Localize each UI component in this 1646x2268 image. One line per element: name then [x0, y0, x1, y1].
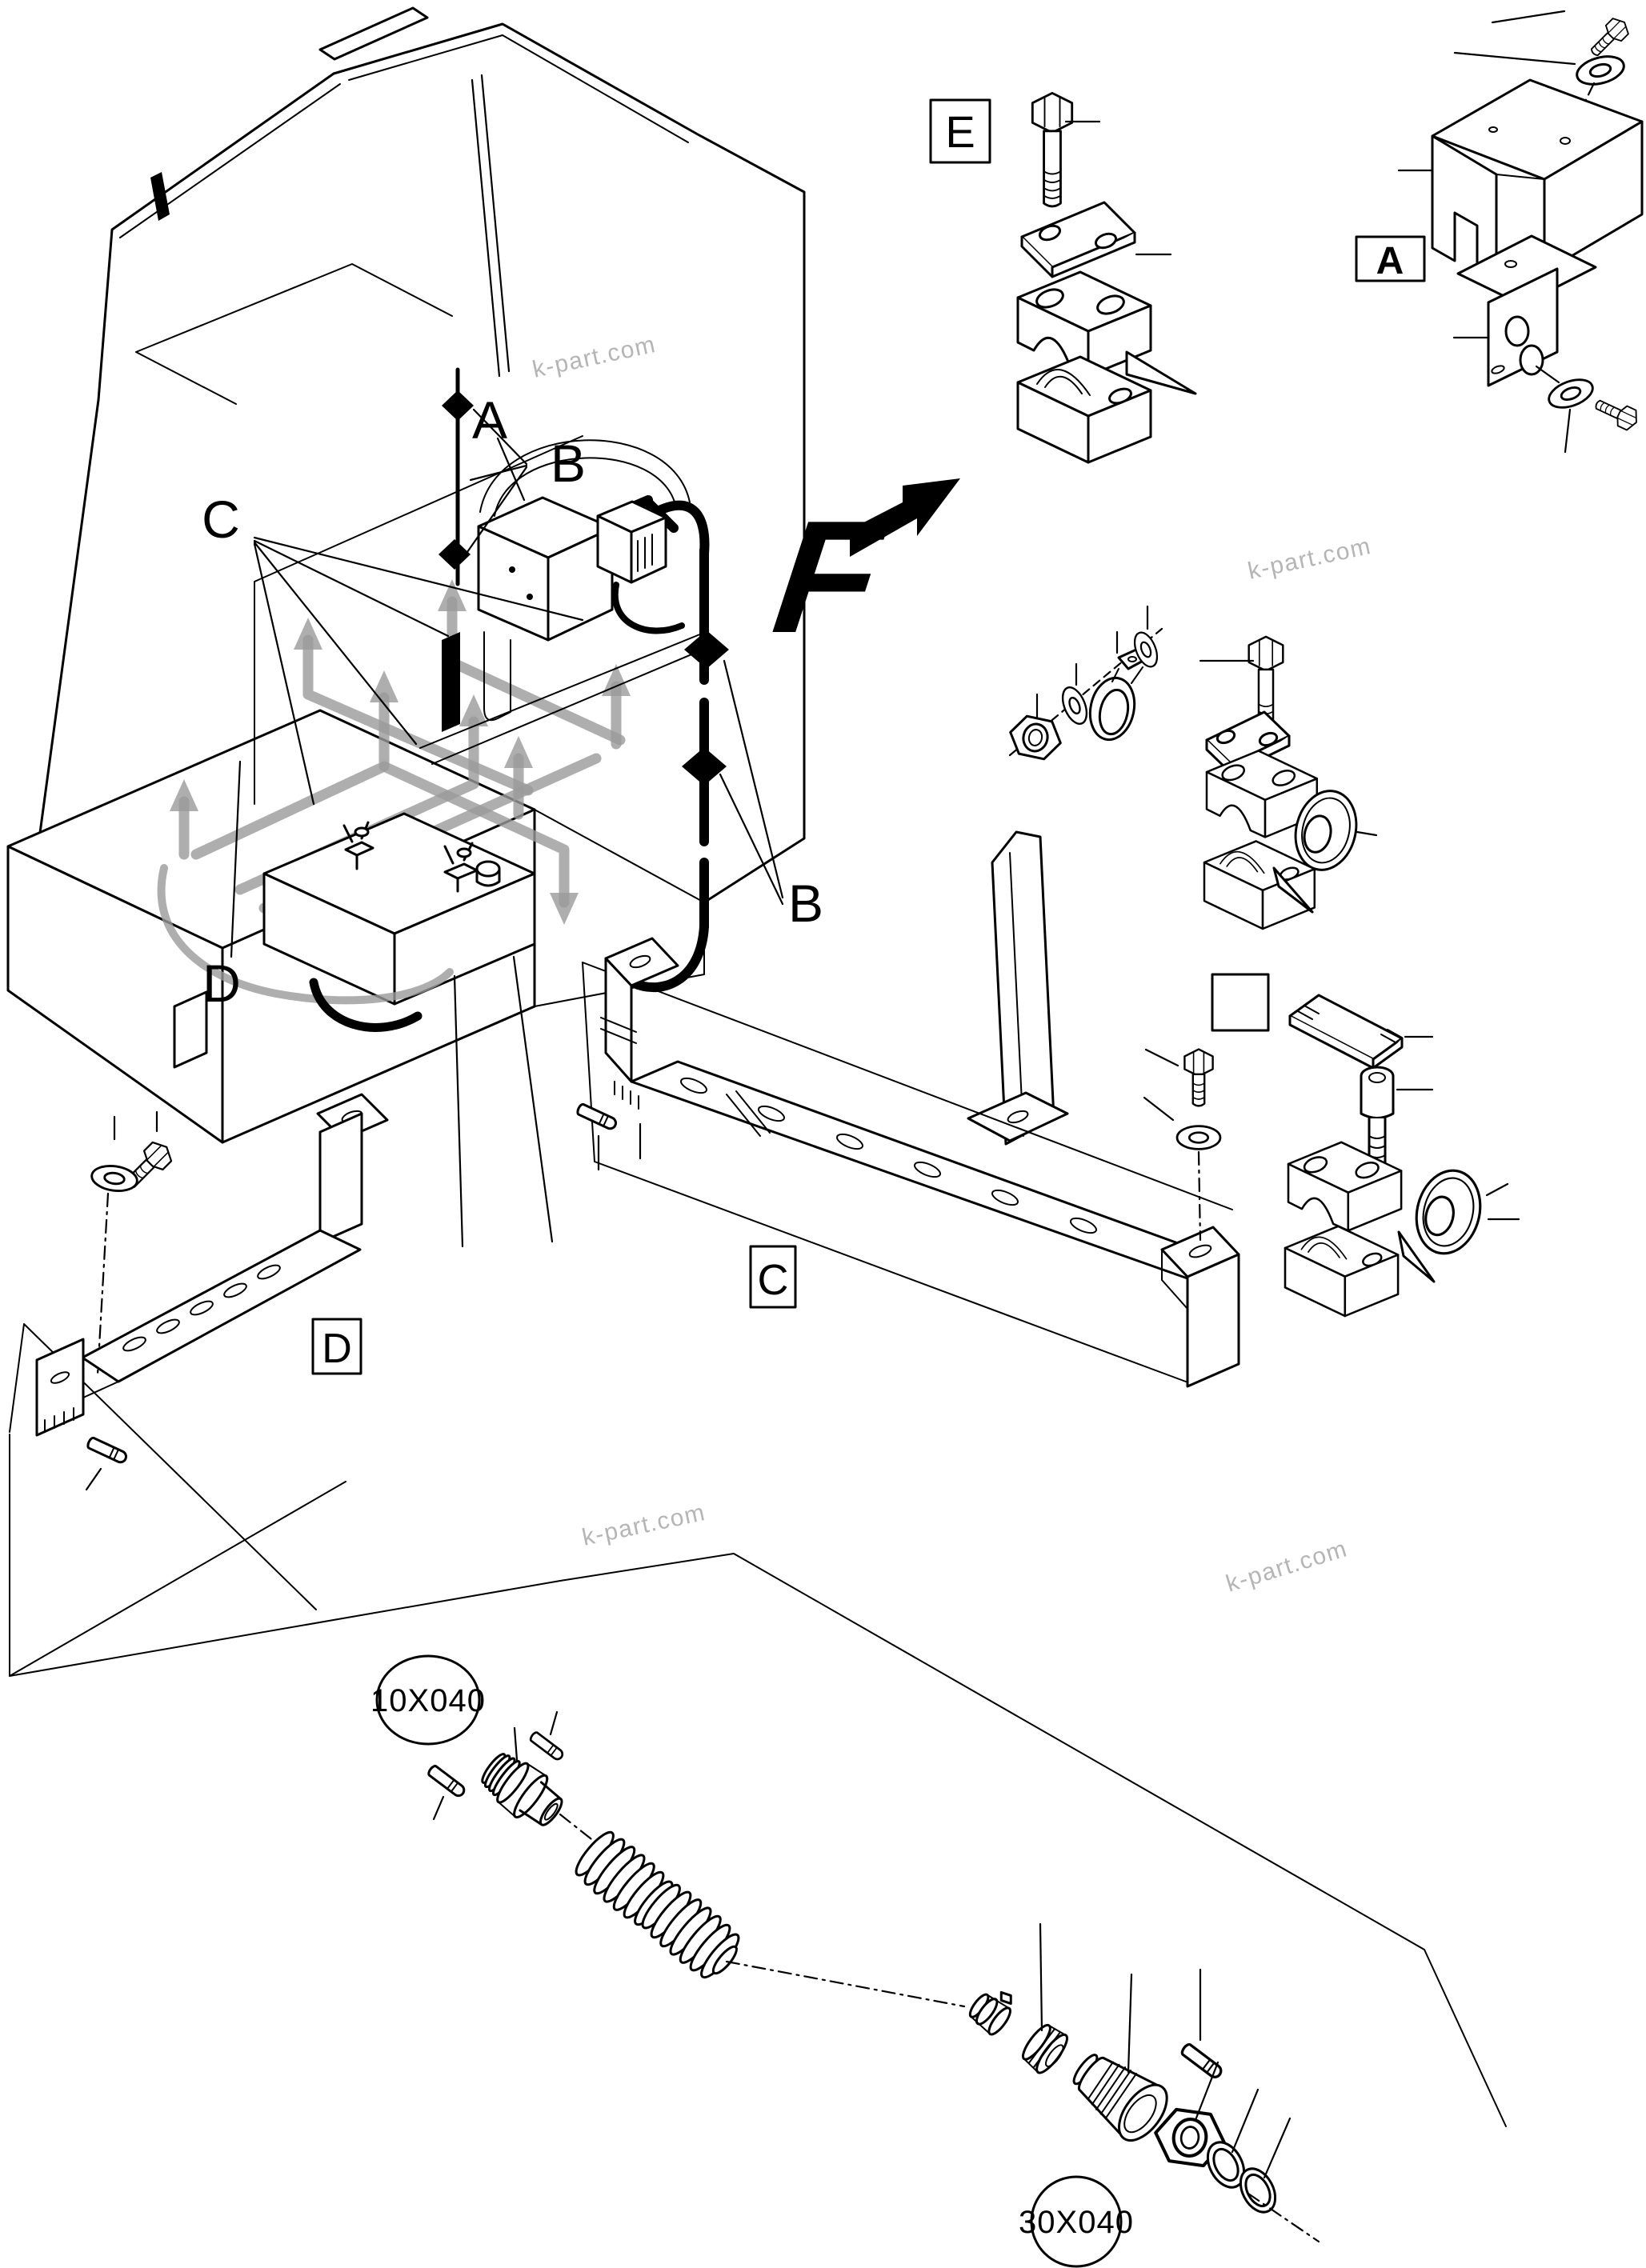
a-bracket	[1452, 234, 1597, 387]
hose-washer-1	[1206, 2141, 1246, 2189]
hose-assembly: 10X040	[9, 1553, 1507, 2268]
a-cover	[1397, 78, 1644, 286]
large-knurled-fitting	[1072, 2054, 1168, 2142]
section-boundary	[9, 1553, 1507, 2127]
black-hose-run	[439, 367, 729, 993]
watermark-3: k-part.com	[580, 1499, 708, 1551]
callout-large-hose: 30X040	[1019, 2205, 1134, 2240]
label-box-c	[749, 1245, 797, 1309]
side-duct	[967, 830, 1069, 1146]
hose-pin-2	[528, 1730, 566, 1762]
machine-overview: A B C B D	[6, 6, 1069, 1248]
label-box-e	[929, 98, 991, 164]
label-box-d	[311, 1318, 362, 1375]
bracket-d: D	[9, 1093, 389, 1677]
overview-callouts: A B C B D	[202, 74, 823, 1248]
callout-oval-large	[1030, 2175, 1123, 2268]
battery-valve-fittings	[342, 821, 501, 893]
view-label-b-lower: B	[788, 874, 823, 933]
c-bolt	[1183, 1048, 1214, 1107]
label-box-a	[1355, 235, 1426, 282]
g1-locknut	[1005, 712, 1066, 763]
assembly-a: A	[1355, 10, 1644, 454]
boxed-label-c: C	[758, 1256, 789, 1304]
c-washer	[1175, 1125, 1222, 1150]
g1-clamp-lower	[1203, 840, 1316, 930]
hose-pin-3	[1179, 2041, 1225, 2082]
a-washer-top	[1572, 50, 1628, 90]
e-pointer-wedge	[1125, 350, 1197, 395]
g1-pointer-wedge	[1272, 866, 1314, 914]
assembly-e: E	[929, 91, 1197, 464]
heater-unit	[419, 439, 717, 765]
boxed-label-e: E	[945, 106, 975, 157]
d-washer	[89, 1162, 140, 1195]
g1-washer-1	[1056, 682, 1093, 729]
view-label-d: D	[202, 954, 241, 1013]
bracket-c: C	[575, 937, 1240, 1388]
d-pin	[85, 1435, 130, 1466]
a-bolt-top	[1584, 14, 1633, 62]
watermark-2: k-part.com	[1246, 533, 1374, 585]
view-label-b-upper: B	[551, 434, 586, 493]
g1-p-clamp	[1088, 648, 1147, 742]
union-fitting	[968, 1990, 1012, 2036]
boxed-label-a: A	[1376, 240, 1404, 282]
view-label-a: A	[472, 390, 507, 450]
watermark-1: k-part.com	[531, 331, 659, 383]
callout-small-hose: 10X040	[370, 1683, 486, 1718]
clamp-group-1	[1005, 605, 1378, 930]
d-bracket-body	[35, 1093, 389, 1437]
g2-slotted-link	[1288, 994, 1434, 1070]
connector-box	[596, 500, 685, 634]
knurled-nut	[1022, 2023, 1068, 2074]
boxed-label-d: D	[322, 1326, 352, 1372]
view-label-c: C	[202, 490, 240, 549]
hose-washer-2	[1239, 2167, 1277, 2214]
c-pin	[575, 1102, 619, 1132]
direction-indicator: F	[751, 478, 960, 666]
c-bracket-body	[600, 937, 1240, 1388]
callout-oval-small	[375, 1654, 481, 1746]
g2-grommet	[1407, 1162, 1490, 1262]
g2-pointer-wedge	[1397, 1230, 1436, 1283]
direction-arrow	[850, 478, 960, 557]
g2-clamp-lower	[1284, 1225, 1400, 1318]
e-plate	[1020, 201, 1172, 278]
threaded-adapter	[481, 1753, 563, 1826]
a-bolt-bottom	[1591, 393, 1642, 434]
hose-pin-1	[426, 1763, 468, 1799]
watermark-4: k-part.com	[1223, 1535, 1351, 1597]
a-washer-bottom	[1544, 373, 1598, 414]
battery-box	[157, 812, 536, 1032]
g2-socket-stud	[1360, 1066, 1434, 1174]
clamp-group-2	[1211, 973, 1520, 1318]
label-box-empty	[1211, 973, 1270, 1032]
e-bolt	[1031, 91, 1074, 208]
